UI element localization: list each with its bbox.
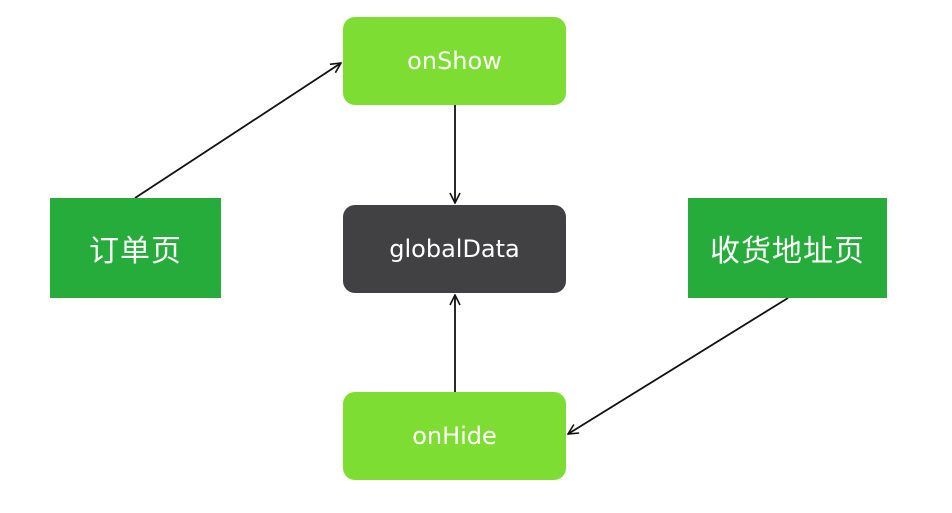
address-page-node: 收货地址页 <box>688 198 887 298</box>
order-page-label: 订单页 <box>89 234 182 269</box>
onhide-label: onHide <box>412 422 497 450</box>
edge-order-to-onshow <box>134 63 341 199</box>
globaldata-label: globalData <box>389 235 520 263</box>
onshow-label: onShow <box>407 47 502 75</box>
globaldata-node: globalData <box>343 205 566 293</box>
order-page-node: 订单页 <box>50 198 221 298</box>
edge-address-to-onhide <box>568 297 789 434</box>
onhide-node: onHide <box>343 392 566 480</box>
onshow-node: onShow <box>343 17 566 105</box>
address-page-label: 收货地址页 <box>710 234 865 269</box>
